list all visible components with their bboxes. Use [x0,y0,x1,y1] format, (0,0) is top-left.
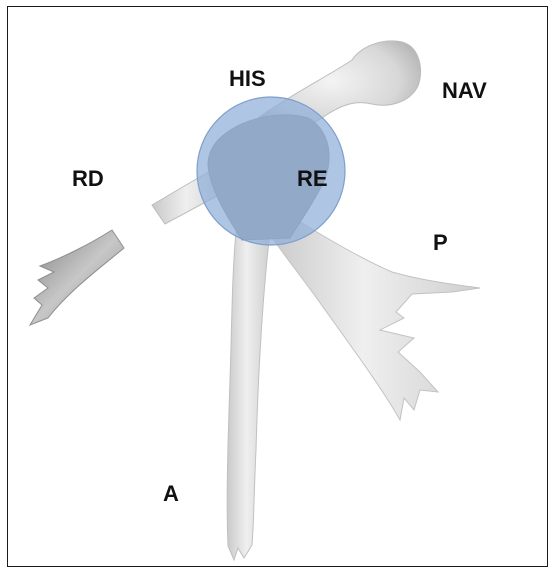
label-re: RE [297,168,328,190]
label-a: A [163,483,179,505]
rd-fragment [30,230,124,325]
label-his: HIS [229,68,266,90]
p-branch [268,222,480,420]
a-branch [227,232,270,560]
label-p: P [433,232,448,254]
label-nav: NAV [442,80,487,102]
label-rd: RD [72,168,104,190]
